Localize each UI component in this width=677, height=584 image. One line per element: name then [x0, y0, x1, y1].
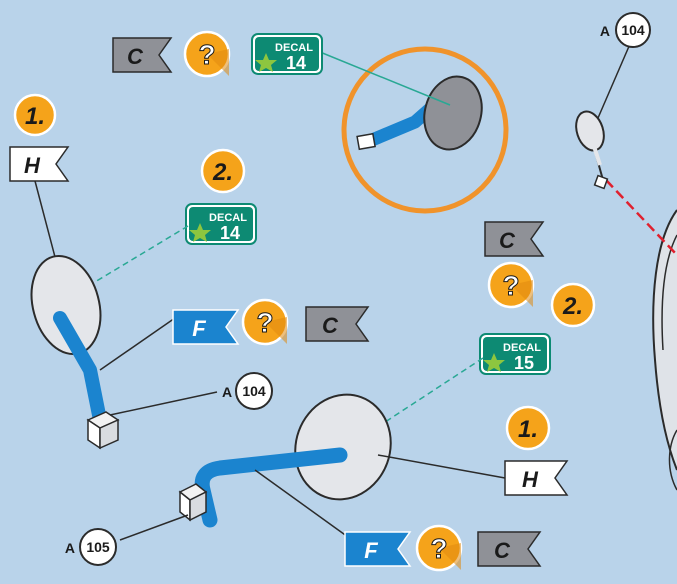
svg-text:C: C — [494, 538, 511, 563]
part-number-callout-104-left: A 104 — [222, 372, 273, 410]
svg-text:104: 104 — [621, 22, 645, 38]
flag-tag-c-zoom: C — [112, 37, 173, 73]
svg-text:15: 15 — [514, 353, 534, 373]
svg-text:?: ? — [256, 307, 273, 338]
svg-text:2.: 2. — [212, 159, 233, 186]
svg-text:?: ? — [430, 533, 447, 564]
svg-text:?: ? — [502, 270, 519, 301]
leader-line — [597, 43, 631, 119]
svg-text:14: 14 — [220, 223, 240, 243]
flag-tag-c-right: C — [484, 221, 545, 257]
zoom-detail — [341, 46, 509, 214]
flag-tag-h-left: H — [9, 146, 70, 182]
decal-leader-line — [319, 51, 451, 106]
svg-text:F: F — [192, 316, 206, 341]
svg-text:105: 105 — [86, 539, 110, 555]
svg-text:DECAL: DECAL — [503, 342, 541, 354]
step-1-badge-right: 1. — [505, 405, 551, 451]
decal-sticker-14-zoom: DECAL 14 — [251, 33, 323, 75]
svg-text:H: H — [522, 467, 539, 492]
decal-leader-line — [64, 225, 189, 301]
mirror-part-left — [30, 254, 120, 450]
svg-text:1.: 1. — [25, 103, 45, 130]
flag-tag-h-right: H — [504, 460, 569, 496]
svg-text:104: 104 — [242, 383, 266, 399]
decal-sticker-15-right: DECAL 15 — [479, 333, 551, 375]
step-2-badge-right: 2. — [550, 282, 596, 328]
flag-tag-f-left: F — [172, 309, 240, 345]
star-icon — [483, 353, 505, 372]
flag-tag-c-left: C — [305, 306, 370, 342]
part-number-callout-105: A 105 — [65, 528, 117, 566]
svg-text:C: C — [499, 228, 516, 253]
svg-text:1.: 1. — [518, 416, 538, 443]
question-mark-badge-icon: ? — [241, 298, 289, 346]
car-body-outline — [652, 209, 677, 491]
small-mirror-part — [575, 110, 609, 190]
step-2-badge-left: 2. — [200, 148, 246, 194]
svg-text:H: H — [24, 153, 41, 178]
star-icon — [255, 53, 277, 72]
svg-text:A: A — [600, 23, 610, 39]
svg-text:F: F — [364, 538, 378, 563]
leader-line — [377, 454, 506, 479]
svg-text:?: ? — [198, 39, 215, 70]
question-mark-badge-icon: ? — [415, 524, 463, 572]
star-icon — [189, 223, 211, 242]
flag-tag-f-right: F — [344, 531, 412, 567]
svg-text:A: A — [65, 540, 75, 556]
question-mark-badge-icon: ? — [183, 30, 231, 78]
svg-text:2.: 2. — [562, 293, 583, 320]
decal-sticker-14-left: DECAL 14 — [185, 203, 257, 245]
mirror-part-right — [178, 393, 392, 528]
svg-text:C: C — [322, 313, 339, 338]
svg-text:DECAL: DECAL — [209, 212, 247, 224]
svg-text:C: C — [127, 44, 144, 69]
leader-line — [109, 391, 218, 416]
question-mark-badge-icon: ? — [487, 261, 535, 309]
leader-line — [119, 514, 189, 541]
svg-text:DECAL: DECAL — [275, 42, 313, 54]
svg-text:14: 14 — [286, 53, 306, 73]
flag-tag-c-right-bottom: C — [477, 531, 542, 567]
part-number-callout-104-top: A 104 — [600, 12, 651, 48]
placement-guide-line — [605, 179, 677, 256]
svg-text:A: A — [222, 384, 232, 400]
leader-line — [99, 317, 176, 371]
step-1-badge-left: 1. — [13, 93, 57, 137]
mirror-disc-gray — [423, 75, 483, 151]
leader-line — [254, 469, 349, 538]
